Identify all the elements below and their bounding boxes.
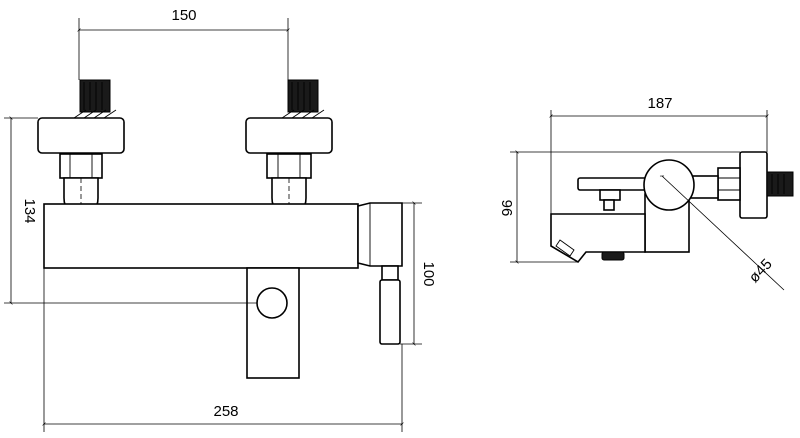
left-hex-nut	[59, 153, 103, 179]
left-inlet	[37, 79, 125, 215]
dim-134-label: 134	[21, 198, 38, 223]
right-inlet-thread	[287, 79, 319, 113]
mixer-body	[43, 203, 359, 269]
spout	[246, 267, 300, 379]
dim-150-label: 150	[171, 7, 196, 24]
dim-45-leader	[659, 175, 785, 291]
right-inlet-thread-lines	[291, 82, 311, 110]
left-inlet-thread-lines	[83, 82, 103, 110]
lever-handle	[357, 202, 403, 345]
dim-258-line	[42, 268, 404, 432]
front-view: 150 134 100 258	[4, 7, 437, 432]
diverter-knob	[256, 287, 288, 319]
side-escutcheon	[739, 151, 768, 219]
side-aerator	[601, 251, 625, 261]
dim-187-label: 187	[647, 95, 672, 112]
side-handle-disc	[643, 159, 695, 211]
side-lever	[577, 177, 647, 211]
right-escutcheon	[245, 117, 333, 154]
right-hex-nut	[266, 153, 312, 179]
side-inlet-thread	[766, 171, 794, 197]
right-inlet	[245, 79, 333, 215]
dim-96-line	[510, 150, 740, 264]
dim-150-line	[77, 18, 290, 80]
dim-45-label: ø45	[746, 256, 776, 287]
dim-96-label: 96	[498, 200, 515, 217]
side-hex-nut	[717, 167, 741, 201]
dim-100-label: 100	[420, 261, 437, 286]
left-escutcheon	[37, 117, 125, 154]
dim-134-line	[4, 116, 257, 305]
dim-100-line	[400, 201, 422, 346]
dim-258-label: 258	[213, 403, 238, 420]
right-inlet-hatch	[281, 109, 325, 119]
left-inlet-hatch	[73, 109, 117, 119]
side-inlet	[687, 151, 794, 219]
dim-187-line	[549, 110, 769, 214]
side-spout	[550, 213, 646, 264]
side-view: 187 96 ø45	[498, 95, 794, 291]
left-inlet-thread	[79, 79, 111, 113]
